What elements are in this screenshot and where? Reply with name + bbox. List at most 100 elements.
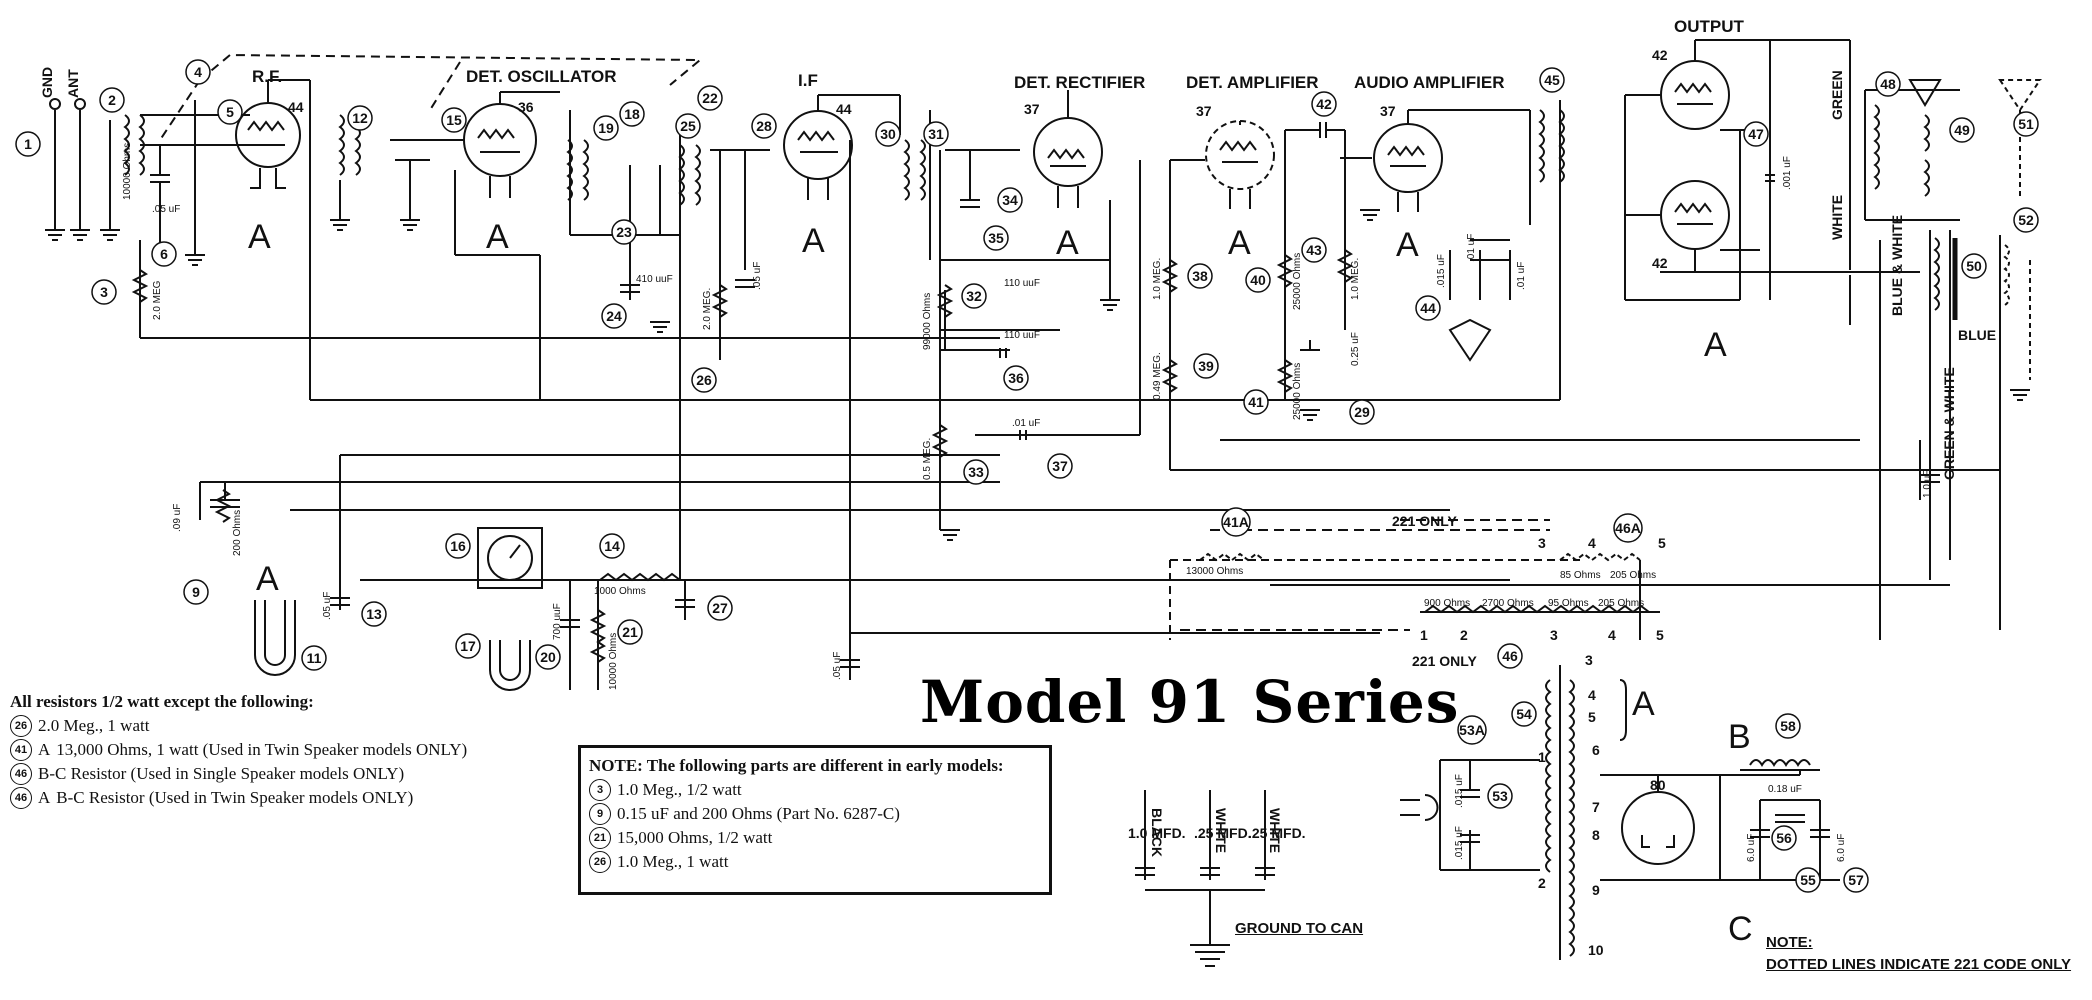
part-callout-circle xyxy=(1775,713,1801,739)
part-ref-badge: 46 xyxy=(10,787,32,809)
early-model-text: 1.0 Meg., 1/2 watt xyxy=(617,780,742,799)
filament-a-if: A xyxy=(802,222,825,260)
part-callout-circle xyxy=(1245,267,1271,293)
can-mfd-25b-label: .25 MFD. xyxy=(1248,825,1306,841)
note-text: DOTTED LINES INDICATE 221 CODE ONLY xyxy=(1766,956,2072,973)
resistor-note-text: 13,000 Ohms, 1 watt (Used in Twin Speake… xyxy=(56,740,468,759)
part-callout-circle xyxy=(1221,507,1251,537)
part-callout-circle xyxy=(697,85,723,111)
part-callout-number: 16 xyxy=(450,538,466,554)
part-callout-number: 55 xyxy=(1800,872,1816,888)
rf-section-label: R.F. xyxy=(252,67,282,86)
can-mfd-10-label: 1.0 MFD. xyxy=(1128,825,1186,841)
part-callout-circle xyxy=(1875,71,1901,97)
part-callout-circle xyxy=(961,283,987,309)
label-205-ohms-b: 205 Ohms xyxy=(1598,598,1644,609)
part-callout-circle xyxy=(1613,513,1643,543)
part-callout-circle xyxy=(963,459,989,485)
part-callout-number: 41A xyxy=(1223,514,1249,530)
tube-80-number: 80 xyxy=(1650,777,1666,793)
part-callout-number: 19 xyxy=(598,120,614,136)
part-callout-number: 35 xyxy=(988,230,1004,246)
label-10000-ohms-b: 10000 Ohms xyxy=(608,633,619,690)
early-model-item: 21 15,000 Ohms, 1/2 watt xyxy=(589,826,1041,850)
label-1-meg-b: 1.0 MEG. xyxy=(1350,258,1361,300)
tap-number: 9 xyxy=(1592,882,1600,898)
tap-number: 1 xyxy=(1538,749,1546,765)
label-09-uf: .09 uF xyxy=(172,504,183,532)
filament-a-power: A xyxy=(1632,685,1655,723)
part-callout-number: 42 xyxy=(1316,96,1332,112)
label-99000-ohms: 99000 Ohms xyxy=(922,293,933,350)
resistor-note-text: 2.0 Meg., 1 watt xyxy=(38,716,150,735)
tap-number: 2 xyxy=(1538,875,1546,891)
resistor-note-item: 46 A B-C Resistor (Used in Twin Speaker … xyxy=(10,786,570,810)
label-85-ohms: 85 Ohms xyxy=(1560,570,1601,581)
tube-rect-number: 37 xyxy=(1024,101,1040,117)
part-callout-circle xyxy=(185,59,211,85)
part-ref-badge: 9 xyxy=(589,803,611,825)
part-callout-number: 41 xyxy=(1248,394,1264,410)
part-callout-number: 54 xyxy=(1516,706,1532,722)
part-callout-circle xyxy=(1415,295,1441,321)
part-callout-circle xyxy=(1047,453,1073,479)
tap-number: 4 xyxy=(1588,687,1596,703)
filament-a-dial: A xyxy=(256,560,279,598)
part-callout-number: 27 xyxy=(712,600,728,616)
label-001-uf: .001 uF xyxy=(1782,156,1793,190)
label-200-ohms: 200 Ohms xyxy=(232,510,243,556)
wire-green-white-label: GREEN & WHITE xyxy=(1941,367,1957,480)
resistor-note-item: 46 B-C Resistor (Used in Single Speaker … xyxy=(10,762,570,786)
wire-green-label: GREEN xyxy=(1829,70,1845,120)
part-callout-number: 3 xyxy=(100,284,108,300)
tap-number: 5 xyxy=(1588,709,1596,725)
resistor-note-item: 41 A 13,000 Ohms, 1 watt (Used in Twin S… xyxy=(10,738,570,762)
note-heading: NOTE: xyxy=(1766,934,1813,951)
part-callout-circle xyxy=(1795,867,1821,893)
part-callout-number: 43 xyxy=(1306,242,1322,258)
part-callout-circle xyxy=(617,619,643,645)
part-callout-number: 39 xyxy=(1198,358,1214,374)
can-white-c-label: WHITE xyxy=(1267,808,1283,853)
part-callout-circle xyxy=(1487,783,1513,809)
label-1-uf: 1.0 uF xyxy=(1922,470,1933,498)
part-callout-number: 50 xyxy=(1966,258,1982,274)
part-callout-number: 58 xyxy=(1780,718,1796,734)
part-callout-circle xyxy=(2013,207,2039,233)
part-ref-badge: 26 xyxy=(10,715,32,737)
filament-a-audio: A xyxy=(1396,226,1419,264)
part-ref-badge: 26 xyxy=(589,851,611,873)
tube-rf-number: 44 xyxy=(288,99,304,115)
part-callout-number: 1 xyxy=(24,136,32,152)
part-callout-number: 18 xyxy=(624,106,640,122)
label-221-only: 221 ONLY xyxy=(1392,513,1458,529)
label-10000-ohms: 10000 Ohms xyxy=(122,143,133,200)
part-callout-circle xyxy=(1949,117,1975,143)
tube-audio-number: 37 xyxy=(1380,103,1396,119)
det-rectifier-section-label: DET. RECTIFIER xyxy=(1014,73,1145,92)
tap-number: 3 xyxy=(1550,627,1558,643)
part-callout-number: 21 xyxy=(622,624,638,640)
part-callout-number: 40 xyxy=(1250,272,1266,288)
part-callout-circle xyxy=(1003,365,1029,391)
label-025-uf: 0.25 uF xyxy=(1350,332,1361,366)
part-callout-number: 2 xyxy=(108,92,116,108)
can-mfd-25a-label: .25 MFD. xyxy=(1194,825,1252,841)
part-callout-circle xyxy=(1187,263,1213,289)
tap-number: 1 xyxy=(1420,627,1428,643)
part-callout-circle xyxy=(1457,715,1487,745)
early-model-item: 3 1.0 Meg., 1/2 watt xyxy=(589,778,1041,802)
part-ref-badge: 46 xyxy=(10,763,32,785)
part-callout-circle xyxy=(601,303,627,329)
part-callout-circle xyxy=(1961,253,1987,279)
early-models-heading: NOTE: The following parts are different … xyxy=(589,756,1004,775)
tube-if-number: 44 xyxy=(836,101,852,117)
part-callout-number: 14 xyxy=(604,538,620,554)
part-callout-number: 49 xyxy=(1954,122,1970,138)
label-205-ohms-a: 205 Ohms xyxy=(1610,570,1656,581)
part-callout-circle xyxy=(1539,67,1565,93)
part-callout-number: 46A xyxy=(1615,520,1641,536)
part-callout-circle xyxy=(1301,237,1327,263)
part-callout-number: 57 xyxy=(1848,872,1864,888)
